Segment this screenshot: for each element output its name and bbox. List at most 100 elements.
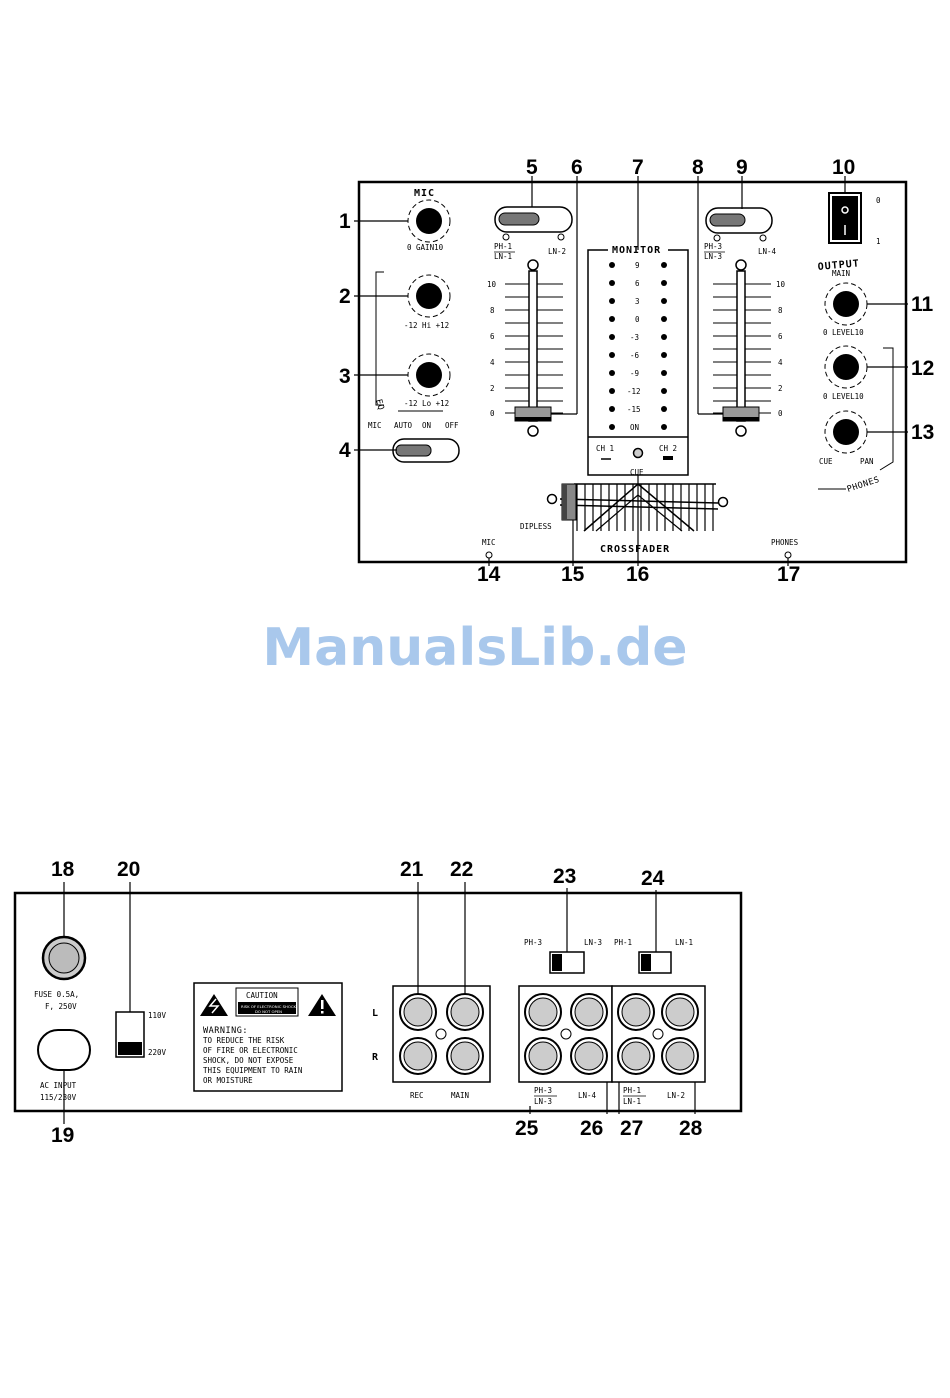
fuse-holder[interactable] (41, 935, 87, 981)
mic-mode-switch[interactable] (392, 438, 460, 463)
front-panel: MIC 0 GAIN10 -12 Hi +12 -12 Lo +12 EQ MI… (339, 156, 934, 586)
meter-scale-9: 9 (635, 261, 640, 270)
rear-leader-lines (63, 882, 696, 1124)
ch2-input-switch[interactable] (705, 207, 773, 234)
ph3-ln3-left-jack[interactable] (524, 993, 562, 1031)
callout-18: 18 (51, 858, 75, 881)
callout-23: 23 (553, 865, 576, 888)
right-channel-label: R (372, 1052, 379, 1063)
front-leader-lines (354, 176, 908, 566)
sw24-ph1-label: PH-1 (614, 938, 632, 947)
mic-jack[interactable] (485, 551, 493, 559)
dipless-label: DIPLESS (520, 522, 552, 531)
meter-scale-3: 3 (635, 297, 640, 306)
ch1-fader[interactable] (514, 259, 552, 437)
hi-eq-knob[interactable] (407, 274, 451, 318)
rear-panel: FUSE 0.5A, F, 250V AC INPUT 115/230V 110… (13, 858, 743, 1147)
crossfader[interactable] (546, 483, 729, 532)
meter-scale-m9: -9 (630, 369, 639, 378)
ch2-fader[interactable] (722, 259, 760, 437)
ch2-scale-8: 8 (778, 306, 783, 315)
callout-6: 6 (571, 156, 583, 179)
phones-jack[interactable] (784, 551, 792, 559)
phones-level-scale: 0 LEVEL10 (823, 392, 864, 401)
crossfader-label: CROSSFADER (600, 544, 670, 555)
meter-scale-0: 0 (635, 315, 640, 324)
cue-label: CUE (630, 468, 644, 477)
warning-line-1: WARNING: (203, 1026, 248, 1036)
callout-1: 1 (339, 210, 351, 233)
cue-pan-knob[interactable] (824, 410, 868, 454)
main-left-jack[interactable] (446, 993, 484, 1031)
rec-left-jack[interactable] (399, 993, 437, 1031)
lo-eq-knob[interactable] (407, 353, 451, 397)
ch2-scale-10: 10 (776, 280, 786, 289)
rec-label: REC (410, 1091, 424, 1100)
ln2-left-jack[interactable] (661, 993, 699, 1031)
main-label: MAIN (451, 1091, 469, 1100)
output-label: OUTPUT (817, 258, 860, 273)
ch1-scale-6: 6 (490, 332, 495, 341)
rec-right-jack[interactable] (399, 1037, 437, 1075)
ch2-ph3-label: PH-3 (704, 242, 722, 251)
ln4-right-jack[interactable] (570, 1037, 608, 1075)
sw23-ph3-label: PH-3 (524, 938, 542, 947)
phones-level-knob[interactable] (824, 345, 868, 389)
callout-11: 11 (911, 293, 934, 316)
main-level-knob[interactable] (824, 282, 868, 326)
block-ln2-label: LN-2 (667, 1091, 685, 1100)
ch1-ln1-label: LN-1 (494, 252, 512, 261)
meter-scale-6: 6 (635, 279, 640, 288)
caution-label-plate (193, 982, 343, 1092)
power-switch[interactable] (828, 192, 862, 244)
callout-25: 25 (515, 1117, 539, 1140)
ph3-ln3-selector-switch[interactable] (549, 951, 585, 974)
ac-input-label-1: AC INPUT (40, 1081, 77, 1090)
watermark: ManualsLib.de (262, 618, 687, 678)
phones-jack-label: PHONES (771, 538, 799, 547)
pan-knob-label: PAN (860, 457, 874, 466)
gain-scale-label: 0 GAIN10 (407, 243, 444, 252)
meter-scale-m12: -12 (627, 387, 641, 396)
mic-switch-label-off: OFF (445, 421, 459, 430)
ac-input-socket[interactable] (37, 1029, 91, 1071)
lo-scale-label: -12 Lo +12 (404, 399, 449, 408)
ch2-ln4-label: LN-4 (758, 247, 777, 256)
mic-jack-label: MIC (482, 538, 496, 547)
ch1-input-switch[interactable] (494, 206, 573, 233)
callout-14: 14 (477, 563, 501, 586)
ln2-right-jack[interactable] (661, 1037, 699, 1075)
main-right-jack[interactable] (446, 1037, 484, 1075)
ch2-scale-6: 6 (778, 332, 783, 341)
meter-scale-on: ON (630, 423, 639, 432)
cue-selector[interactable] (632, 447, 644, 459)
phones-bracket (879, 347, 894, 471)
ph1-ln1-selector-switch[interactable] (638, 951, 672, 974)
cue-knob-label: CUE (819, 457, 833, 466)
ph1-ln1-right-jack[interactable] (617, 1037, 655, 1075)
warning-line-6: OR MOISTURE (203, 1076, 253, 1085)
mic-gain-knob[interactable] (407, 199, 451, 243)
ln4-left-jack[interactable] (570, 993, 608, 1031)
fuse-label-1: FUSE 0.5A, (34, 990, 79, 999)
block-ph1-label: PH-1 (623, 1086, 641, 1095)
caution-sub-1: RISK OF ELECTRONIC SHOCK (241, 1004, 296, 1009)
mic-section-label: MIC (414, 188, 435, 199)
sw23-ln3-label: LN-3 (584, 938, 602, 947)
ac-input-label-2: 115/230V (40, 1093, 77, 1102)
callout-5: 5 (526, 156, 538, 179)
warning-line-2: TO REDUCE THE RISK (203, 1036, 285, 1045)
voltage-selector[interactable] (115, 1011, 145, 1058)
ph1-ln1-left-jack[interactable] (617, 993, 655, 1031)
ch2-scale-2: 2 (778, 384, 783, 393)
power-off-label: 0 (876, 196, 881, 205)
meter-scale-m3: -3 (630, 333, 639, 342)
fuse-label-2: F, 250V (45, 1002, 77, 1011)
block-ln1-label: LN-1 (623, 1097, 641, 1106)
callout-27: 27 (620, 1117, 643, 1140)
block-ln4-label: LN-4 (578, 1091, 597, 1100)
ph3-ln3-right-jack[interactable] (524, 1037, 562, 1075)
callout-17: 17 (777, 563, 800, 586)
meter-scale-m6: -6 (630, 351, 640, 360)
